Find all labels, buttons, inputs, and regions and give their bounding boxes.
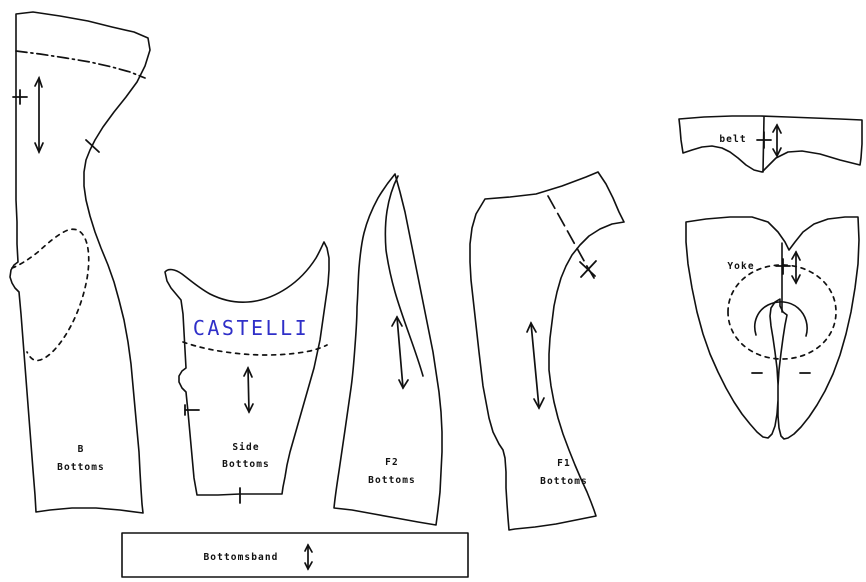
side-bottoms-dashed-line (182, 341, 328, 356)
f1-bottoms-label-line2: Bottoms (540, 476, 588, 487)
f2-bottoms-label-line2: Bottoms (368, 475, 416, 486)
side-bottoms-notch-left (184, 404, 200, 416)
brand-text-castelli: CASTELLI (193, 316, 309, 340)
f2-bottoms-grainline (391, 315, 409, 390)
yoke-outline (685, 216, 860, 440)
f1-bottoms-label-line1: F1 (557, 458, 571, 469)
side-bottoms-grainline (243, 366, 254, 414)
yoke-dashed-outer-circle (727, 264, 837, 360)
b-bottoms-notch (85, 139, 100, 153)
b-bottoms-label-line2: Bottoms (57, 462, 105, 473)
belt-label: belt (719, 134, 746, 145)
yoke-keyhole-curve (753, 301, 808, 337)
f1-bottoms-notch (579, 260, 597, 278)
b-bottoms-cross-mark (12, 89, 28, 105)
yoke-label: Yoke (727, 261, 754, 272)
f2-bottoms-inner-curve (384, 175, 424, 377)
f1-bottoms-grainline (526, 321, 545, 410)
b-bottoms-seam-line (15, 50, 146, 79)
f2-bottoms-outline (333, 173, 443, 526)
yoke-cross-mark (775, 258, 791, 275)
piece-bottomsband[interactable]: Bottomsband (121, 532, 469, 578)
belt-cross-mark (756, 131, 772, 149)
belt-outline (678, 115, 863, 173)
piece-b-bottoms[interactable]: B Bottoms (9, 11, 151, 514)
b-bottoms-inner-dashed-curve (11, 228, 90, 362)
f2-bottoms-label-line1: F2 (385, 457, 399, 468)
yoke-grainline (791, 250, 801, 285)
bottomsband-grainline (304, 543, 313, 571)
piece-side-bottoms[interactable]: CASTELLI Side Bottoms (164, 241, 330, 504)
side-bottoms-label-line1: Side (232, 442, 259, 453)
piece-f2-bottoms[interactable]: F2 Bottoms (333, 173, 443, 526)
f1-bottoms-outline (469, 171, 625, 531)
b-bottoms-outline (9, 11, 151, 514)
b-bottoms-grainline (34, 75, 44, 155)
piece-belt[interactable]: belt (678, 115, 863, 173)
bottomsband-outline (121, 532, 469, 578)
piece-f1-bottoms[interactable]: F1 Bottoms (469, 171, 625, 531)
bottomsband-label: Bottomsband (203, 552, 278, 563)
belt-grainline (772, 123, 782, 158)
side-bottoms-label-line2: Bottoms (222, 459, 270, 470)
b-bottoms-label-line1: B (78, 444, 85, 455)
piece-yoke[interactable]: Yoke (685, 216, 860, 440)
